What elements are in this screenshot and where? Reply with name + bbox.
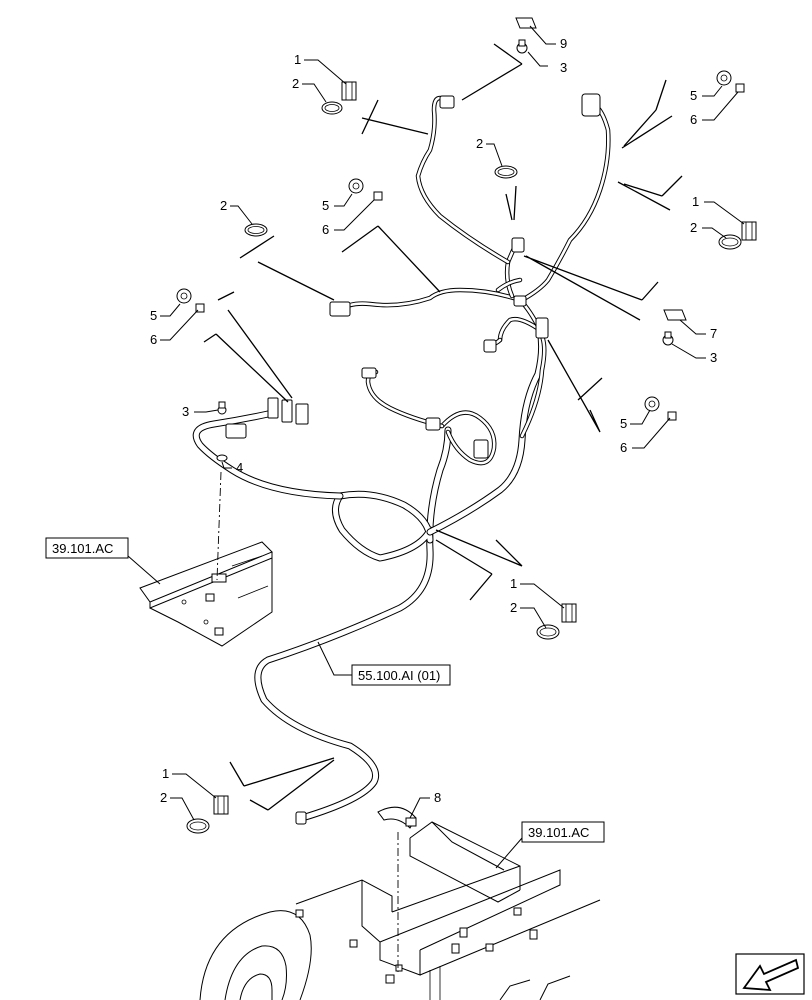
callout-label: 5 xyxy=(150,308,157,323)
grommet-part xyxy=(377,806,417,829)
callout-label: 6 xyxy=(620,440,627,455)
washer-4 xyxy=(216,454,228,462)
band-2c xyxy=(244,223,268,237)
callout-label: 5 xyxy=(322,198,329,213)
callout-label: 9 xyxy=(560,36,567,51)
callout-label: 3 xyxy=(182,404,189,419)
ref-box-frame-bottom[interactable]: 39.101.AC xyxy=(521,821,605,843)
bolt-3c xyxy=(217,401,227,415)
clamp-5b xyxy=(348,178,383,201)
callout-label: 2 xyxy=(690,220,697,235)
clip-1c xyxy=(561,603,577,623)
harness-main-trunk xyxy=(192,326,546,822)
callout-label: 2 xyxy=(476,136,483,151)
harness-branches xyxy=(337,95,611,466)
callout-label: 4 xyxy=(236,460,243,475)
callout-label: 2 xyxy=(220,198,227,213)
ref-label: 55.100.AI (01) xyxy=(358,668,440,683)
callout-label: 5 xyxy=(620,416,627,431)
callout-leaders xyxy=(160,25,745,821)
frame-section-bottom xyxy=(199,821,601,1000)
callout-label: 2 xyxy=(292,76,299,91)
callout-label: 7 xyxy=(710,326,717,341)
ref-box-harness[interactable]: 55.100.AI (01) xyxy=(351,664,451,686)
alignment-lines xyxy=(216,471,399,972)
harness-connectors xyxy=(225,93,601,825)
ref-label: 39.101.AC xyxy=(528,825,589,840)
clamp-5c xyxy=(176,288,205,313)
band-2f xyxy=(186,818,210,834)
hardware-parts xyxy=(176,17,757,834)
bracket-9 xyxy=(515,17,537,29)
bolt-3a xyxy=(516,39,528,54)
clip-1b xyxy=(741,221,757,241)
callout-label: 1 xyxy=(510,576,517,591)
callout-numbers: 1 2 9 3 5 6 2 5 6 2 1 2 5 6 7 3 3 4 5 6 … xyxy=(150,36,717,805)
callout-label: 2 xyxy=(510,600,517,615)
clip-1d xyxy=(213,795,229,815)
install-brackets xyxy=(203,43,683,811)
callout-label: 1 xyxy=(162,766,169,781)
bracket-7 xyxy=(663,309,687,321)
ref-box-frame-left[interactable]: 39.101.AC xyxy=(45,537,129,559)
callout-label: 6 xyxy=(150,332,157,347)
clip-1a xyxy=(341,81,357,101)
band-2e xyxy=(536,624,560,640)
callout-label: 8 xyxy=(434,790,441,805)
callout-label: 1 xyxy=(692,194,699,209)
ref-label: 39.101.AC xyxy=(52,541,113,556)
callout-label: 6 xyxy=(690,112,697,127)
callout-label: 3 xyxy=(710,350,717,365)
callout-label: 6 xyxy=(322,222,329,237)
callout-label: 3 xyxy=(560,60,567,75)
arrow-left-icon[interactable] xyxy=(735,953,805,995)
band-2a xyxy=(321,101,343,115)
clamp-5a xyxy=(716,70,745,93)
callout-label: 2 xyxy=(160,790,167,805)
band-2d xyxy=(718,234,742,250)
frame-section-left xyxy=(139,541,273,647)
wiring-harness xyxy=(192,93,611,825)
band-2b xyxy=(494,165,518,179)
clamp-5d xyxy=(644,396,677,421)
callout-label: 1 xyxy=(294,52,301,67)
callout-label: 5 xyxy=(690,88,697,103)
bolt-3b xyxy=(662,331,674,346)
